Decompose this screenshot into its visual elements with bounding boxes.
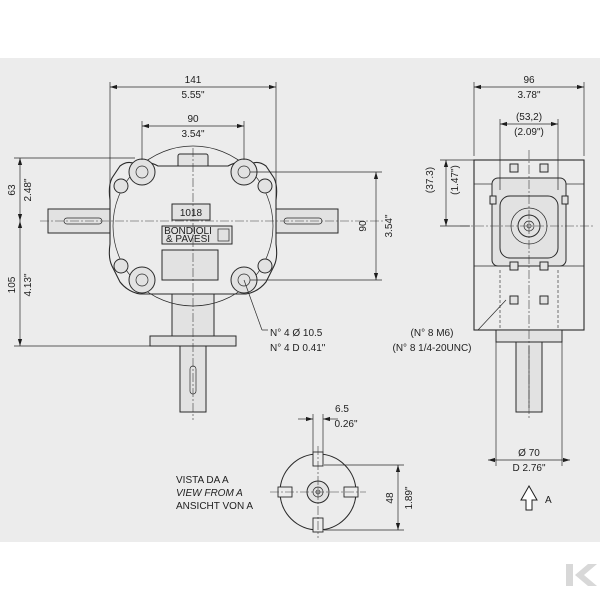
front-dimensions: 141 5.55" 90 3.54" 63 2.48" 105 4.13" 90… [7, 75, 395, 354]
dim-side-height-mm: (37.3) [425, 167, 436, 193]
view-arrow-icon [520, 484, 538, 511]
model-plate [171, 203, 211, 221]
side-view [460, 150, 595, 418]
dim-lower-height-mm: 105 [7, 276, 18, 293]
view-a-caption-en: VIEW FROM A [176, 488, 243, 499]
dim-bolt-span-in: 3.54" [181, 129, 204, 140]
view-arrow-label: A [545, 495, 552, 506]
dim-upper-height-mm: 63 [7, 184, 18, 196]
threads-callout-mm: (N° 8 M6) [411, 328, 454, 339]
side-bolts [489, 163, 569, 305]
view-from-a [270, 446, 366, 538]
view-a-caption-de: ANSICHT VON A [176, 501, 253, 512]
dim-right-height-in: 3.54" [384, 214, 395, 237]
dim-side-height-in: (1.47") [450, 165, 461, 195]
holes-callout-mm: N° 4 Ø 10.5 [270, 328, 323, 339]
holes-callout-in: N° 4 D 0.41" [270, 343, 326, 354]
dim-inner-width-in: (2.09") [514, 127, 544, 138]
threads-callout-in: (N° 8 1/4-20UNC) [392, 343, 471, 354]
lower-panel [161, 249, 219, 281]
brand-logo-icon [217, 228, 230, 242]
bolt-bosses [113, 158, 273, 294]
side-dimensions: 96 3.78" (53,2) (2.09") (37.3) (1.47") (… [392, 75, 585, 511]
brand-badge [161, 225, 233, 245]
brand-line1: BONDIOLI [164, 226, 212, 237]
dim-key-width-in: 0.26" [334, 419, 357, 430]
k-logo-icon [566, 564, 597, 586]
dim-bolt-span-mm: 90 [187, 114, 199, 125]
dim-flange-in: D 2.76" [512, 463, 545, 474]
dim-width-mm: 141 [185, 75, 202, 86]
dim-upper-height-in: 2.48" [23, 178, 34, 201]
dim-width-in: 5.55" [181, 90, 204, 101]
front-view: 1018 BONDIOLI & PAVESI [40, 145, 385, 420]
dim-view-a-height-mm: 48 [385, 492, 396, 504]
dim-right-height-mm: 90 [358, 220, 369, 232]
view-a-dimensions: 6.5 0.26" 48 1.89" VISTA DA A VIEW FROM … [176, 404, 415, 531]
dim-side-width-mm: 96 [523, 75, 535, 86]
brand-line2: & PAVESI [166, 234, 210, 245]
dim-lower-height-in: 4.13" [23, 273, 34, 296]
dim-flange-mm: Ø 70 [518, 448, 540, 459]
view-a-caption-it: VISTA DA A [176, 475, 229, 486]
model-label: 1018 [180, 208, 203, 219]
dim-view-a-height-in: 1.89" [404, 486, 415, 509]
dim-inner-width-mm: (53,2) [516, 112, 542, 123]
dim-key-width-mm: 6.5 [335, 404, 349, 415]
dim-side-width-in: 3.78" [517, 90, 540, 101]
